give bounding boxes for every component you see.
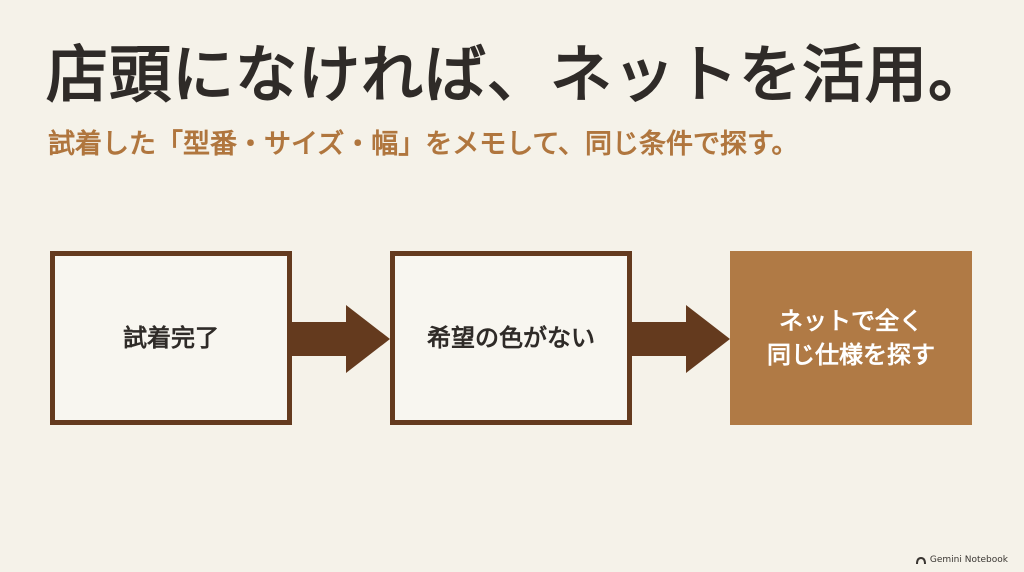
step-label: 希望の色がない: [427, 324, 595, 352]
step-box-search-online: ネットで全く 同じ仕様を探す: [730, 251, 972, 425]
right-arrow-icon: [630, 305, 730, 373]
right-arrow-icon: [290, 305, 390, 373]
slide-title: 店頭になければ、ネットを活用。: [46, 38, 992, 111]
step-label-line-2: 同じ仕様を探す: [767, 341, 935, 369]
step-label: 試着完了: [123, 324, 219, 352]
slide-subtitle: 試着した「型番・サイズ・幅」をメモして、同じ条件で探す。: [48, 129, 799, 160]
footer-label: Gemini Notebook: [929, 555, 1008, 565]
step-box-try-on: 試着完了: [50, 251, 292, 425]
footer-branding: Gemini Notebook: [915, 554, 1008, 566]
step-box-no-color: 希望の色がない: [390, 251, 632, 425]
step-label-line-1: ネットで全く: [779, 307, 923, 335]
notebook-logo-icon: [915, 557, 926, 564]
